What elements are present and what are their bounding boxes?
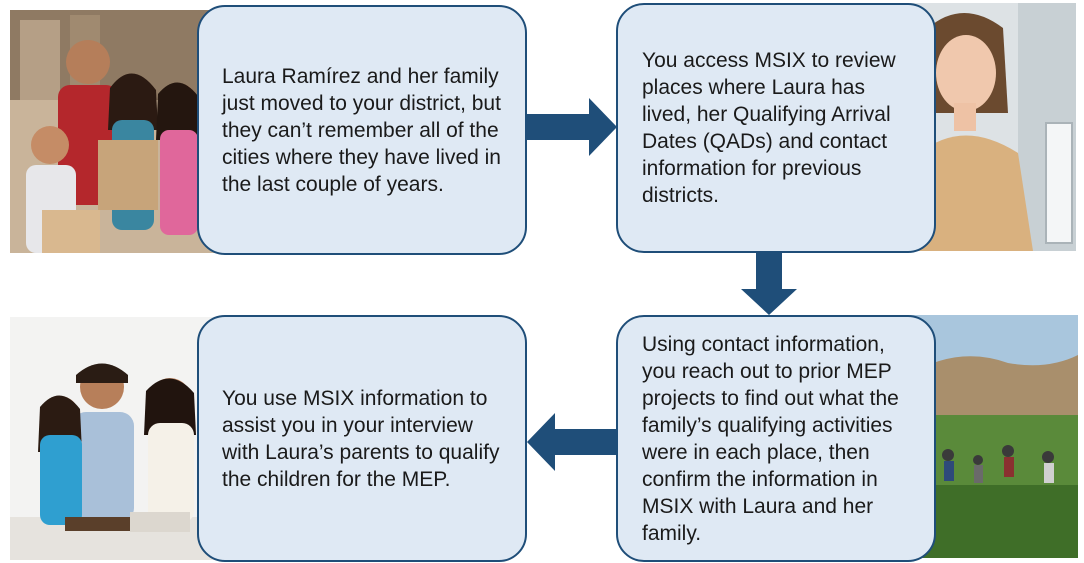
step-1-text: Laura Ramírez and her family just moved …	[222, 64, 501, 196]
step-4-text: You use MSIX information to assist you i…	[222, 386, 500, 491]
step-3-text: Using contact information, you reach out…	[642, 332, 899, 545]
step-card-2: You access MSIX to review places where L…	[616, 3, 936, 253]
step-2-text: You access MSIX to review places where L…	[642, 49, 896, 207]
woman-at-computer-photo	[908, 3, 1076, 251]
arrow-left-icon	[527, 413, 617, 471]
arrow-right-icon	[527, 98, 617, 156]
farmworkers-field-photo	[908, 315, 1078, 558]
step-card-3: Using contact information, you reach out…	[616, 315, 936, 562]
step-card-4: You use MSIX information to assist you i…	[197, 315, 527, 562]
arrow-down-icon	[741, 253, 797, 315]
step-card-1: Laura Ramírez and her family just moved …	[197, 5, 527, 255]
